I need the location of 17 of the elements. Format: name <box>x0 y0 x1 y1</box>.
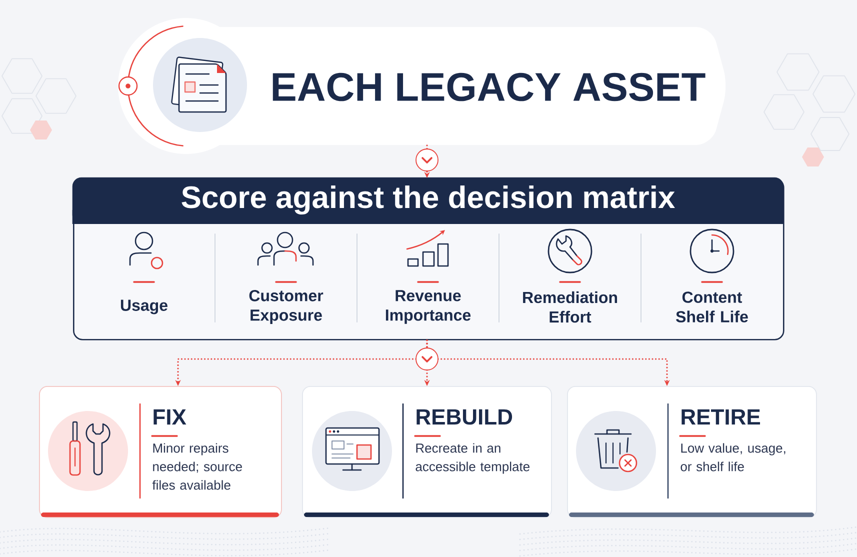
criterion-label: Content Shelf Life <box>676 292 748 322</box>
card-title: REBUILD <box>416 409 512 425</box>
option-card <box>567 386 817 518</box>
option-card <box>302 386 552 518</box>
card-text: Recreate in an accessible template <box>416 443 530 474</box>
banner <box>118 18 726 154</box>
card-title: RETIRE <box>682 409 760 425</box>
criterion-label: Revenue Importance <box>386 290 471 324</box>
card-text: Minor repairs needed; source files available <box>152 443 242 490</box>
card-title: FIX <box>154 409 186 425</box>
header-bar: Score against the decision matrix <box>72 177 784 224</box>
criterion-label: Usage <box>120 300 168 314</box>
banner-title: EACH LEGACY ASSET <box>272 72 706 102</box>
card-text: Low value, usage, or shelf life <box>680 443 786 472</box>
option-card <box>39 386 282 518</box>
criterion-label: Remediation Effort <box>523 291 618 323</box>
criterion-label: Customer Exposure <box>249 290 324 324</box>
